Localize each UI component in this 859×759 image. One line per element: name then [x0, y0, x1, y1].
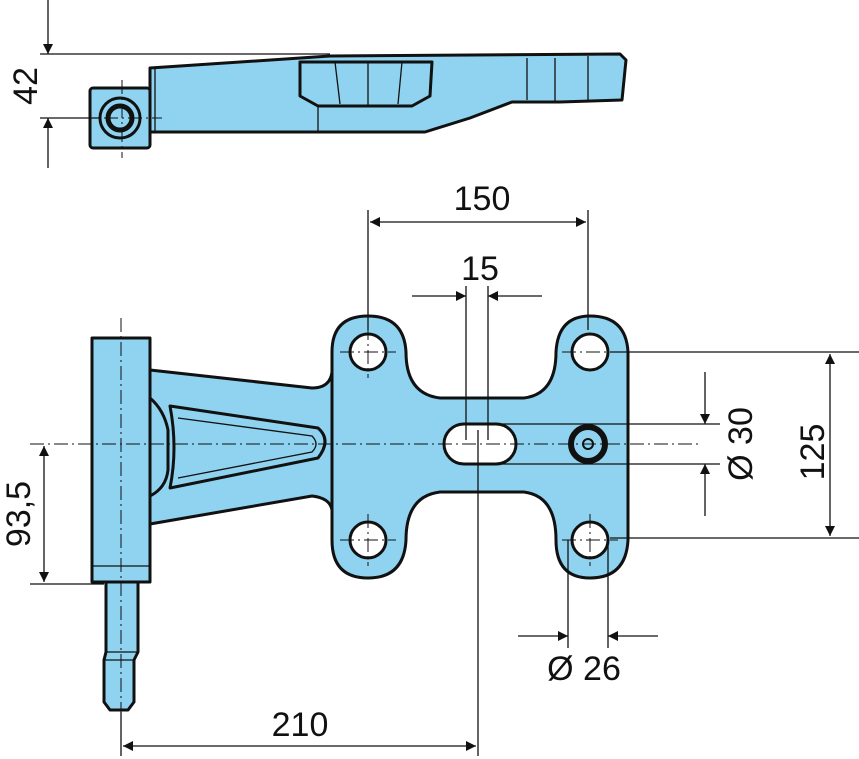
dim-dia-26-label: Ø 26 — [547, 650, 621, 688]
dim-dia-30: Ø 30 — [488, 372, 760, 516]
pivot-bar — [90, 336, 152, 584]
dim-dia-26: Ø 26 — [518, 540, 658, 688]
dim-42: 42 — [7, 0, 330, 168]
dim-210: 210 — [120, 430, 479, 756]
dim-210-label: 210 — [272, 706, 329, 744]
dim-125-label: 125 — [794, 424, 832, 481]
dim-15: 15 — [412, 250, 542, 440]
side-view — [80, 52, 628, 158]
tapered-arm — [148, 368, 334, 526]
dim-15-label: 15 — [461, 250, 499, 288]
dim-125: 125 — [610, 351, 859, 539]
dim-dia-30-label: Ø 30 — [722, 407, 760, 481]
pivot-shaft — [102, 580, 140, 712]
dim-42-label: 42 — [7, 67, 45, 105]
front-view — [30, 314, 700, 720]
dim-150: 150 — [367, 180, 589, 330]
dim-93-5: 93,5 — [0, 446, 104, 585]
dim-150-label: 150 — [454, 180, 511, 218]
side-rib-block — [298, 60, 434, 108]
dim-93-5-label: 93,5 — [0, 481, 38, 547]
